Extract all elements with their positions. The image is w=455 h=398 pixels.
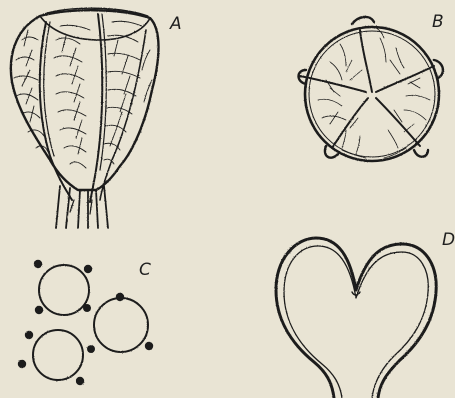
panel-label-b: B <box>432 14 444 31</box>
heart-inner-contour <box>284 246 428 398</box>
capsule-ridge-center <box>90 14 102 202</box>
suture-arm-1 <box>360 30 372 92</box>
panel-label-c: C <box>139 262 151 279</box>
dot <box>76 377 84 385</box>
panel-b-capsule-top-view <box>299 17 443 161</box>
panel-a-capsule-side-view <box>11 8 159 228</box>
circle-right <box>94 298 148 352</box>
dot <box>18 360 26 368</box>
capsule-veins <box>14 21 152 168</box>
panel-c-circle-arrangement <box>18 260 153 385</box>
dot <box>34 260 42 268</box>
circle-lower <box>33 330 83 380</box>
dot <box>84 265 92 273</box>
panel-label-a: A <box>170 16 182 33</box>
capsule-top-outline <box>305 27 439 161</box>
dot <box>35 306 43 314</box>
suture-arm-4 <box>332 98 368 148</box>
dot <box>87 345 95 353</box>
panel-d-heart-outline <box>276 238 436 398</box>
heart-outer-contour <box>276 238 436 398</box>
capsule-ridge-right <box>100 30 146 200</box>
dot <box>116 293 124 301</box>
suture-arm-2 <box>376 66 434 92</box>
dot <box>83 304 91 312</box>
circle-upper <box>39 265 89 315</box>
suture-arm-3 <box>376 98 420 146</box>
capsule-stalk <box>56 186 108 228</box>
rim-hook-3 <box>414 150 428 157</box>
panel-label-d: D <box>442 232 455 249</box>
dot <box>145 342 153 350</box>
dot <box>25 331 33 339</box>
capsule-rim <box>40 16 150 40</box>
rim-hook-1 <box>352 17 374 24</box>
